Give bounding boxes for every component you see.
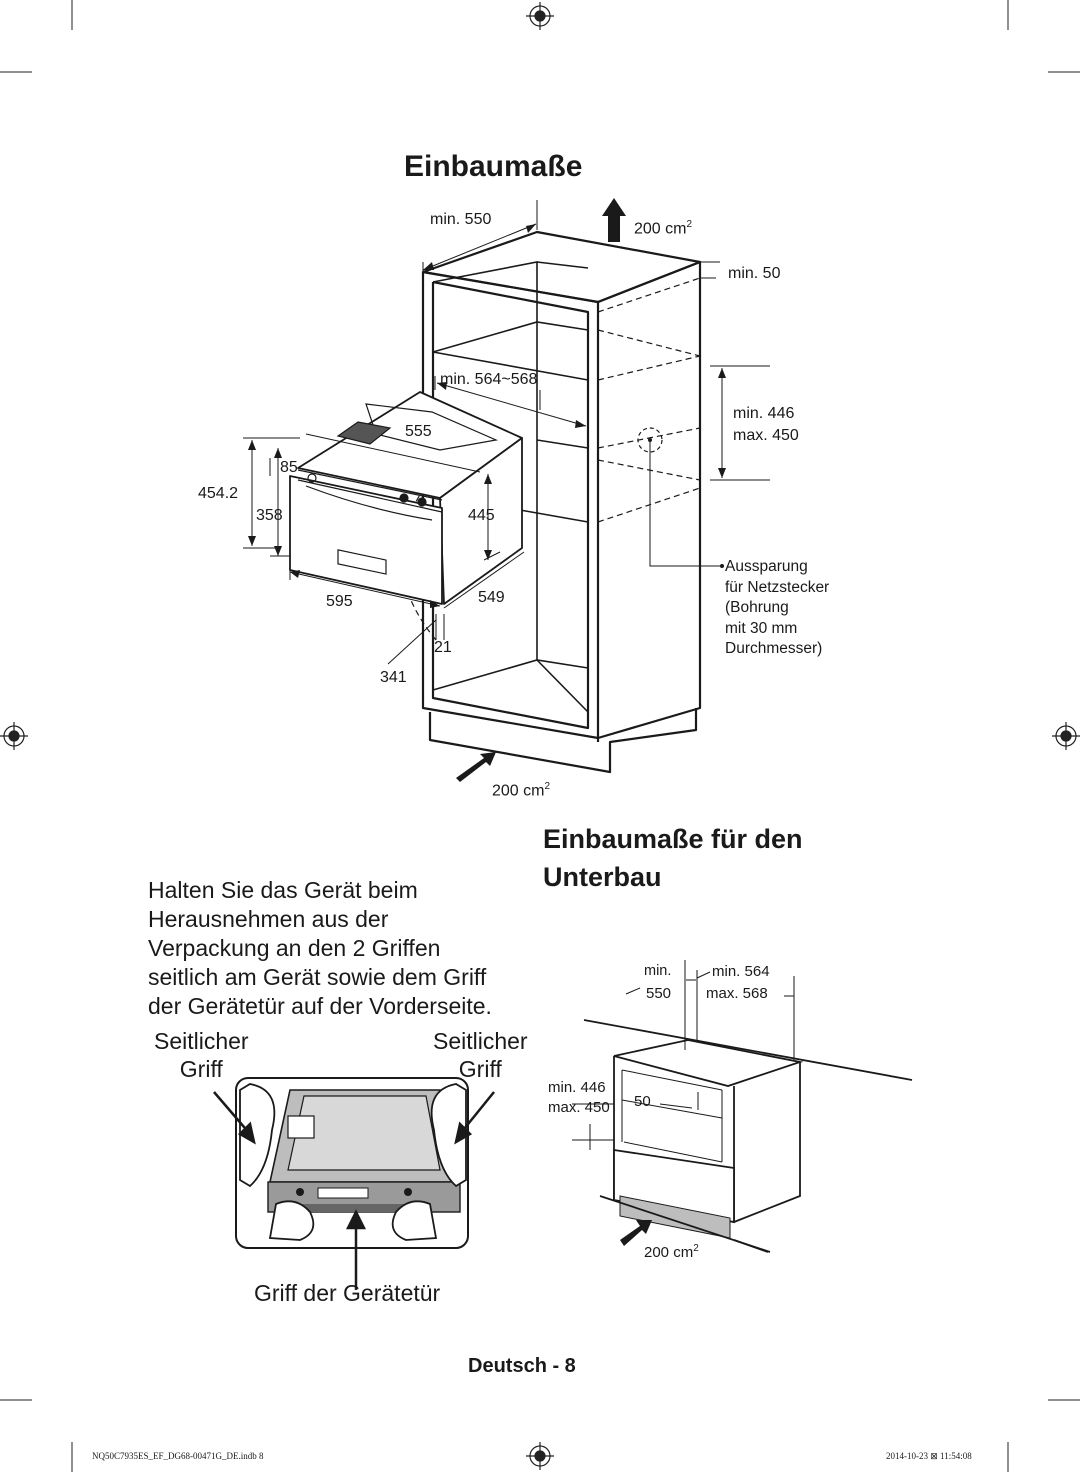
dim-454-2: 454.2 [198,485,239,502]
dim-min-550: min. 550 [430,211,492,228]
vent-in-arrow-under-icon [620,1220,652,1246]
print-filename: NQ50C7935ES_EF_DG68-00471G_DE.indb 8 [92,1451,264,1461]
section-title-line1: Einbaumaße für den [543,824,803,854]
dim-85: 85 [280,459,298,476]
dim-341: 341 [380,669,407,686]
dim-min-50: min. 50 [728,265,781,282]
registration-mark-left-icon [0,722,28,750]
dim-549: 549 [478,589,505,606]
handling-instructions: Halten Sie das Gerät beim Herausnehmen a… [148,877,492,1019]
print-timestamp: 2014-10-23 ⊠ 11:54:08 [886,1451,972,1461]
dim-min-564-568: min. 564~568 [440,371,538,388]
side-handle-label-right: Seitlicher Griff [433,1028,528,1082]
socket-note: Aussparung für Netzstecker (Bohrung mit … [725,558,830,657]
dim-555: 555 [405,423,432,440]
section-title-line2: Unterbau [543,862,662,892]
dim-445: 445 [468,507,495,524]
registration-mark-right-icon [1052,722,1080,750]
vent-up-arrow-icon [602,198,626,242]
under-vent-area: 200 cm2 [644,1243,699,1261]
door-handle-label: Griff der Gerätetür [254,1280,441,1306]
dim-21: 21 [434,639,452,656]
under-dim-min-446: min. 446 [548,1079,606,1096]
page-number: Deutsch - 8 [468,1355,576,1377]
vent-area-top: 200 cm2 [634,219,693,238]
under-dim-max-450: max. 450 [548,1099,610,1116]
dim-358: 358 [256,507,283,524]
dim-max-450: max. 450 [733,427,799,444]
under-dim-max-568: max. 568 [706,985,768,1002]
side-handle-label-left: Seitlicher Griff [154,1028,249,1082]
vent-in-arrow-icon [456,752,496,782]
under-dim-min-564: min. 564 [712,963,770,980]
dim-min-446: min. 446 [733,405,795,422]
under-dim-550: 550 [646,985,672,1002]
page-title: Einbaumaße [404,150,583,183]
vent-area-bottom: 200 cm2 [492,781,551,800]
registration-mark-bottom-icon [526,1442,554,1470]
registration-mark-top-icon [526,2,554,30]
under-dim-50: 50 [634,1093,651,1110]
dim-595: 595 [326,593,353,610]
under-dim-min: min. [644,963,672,979]
